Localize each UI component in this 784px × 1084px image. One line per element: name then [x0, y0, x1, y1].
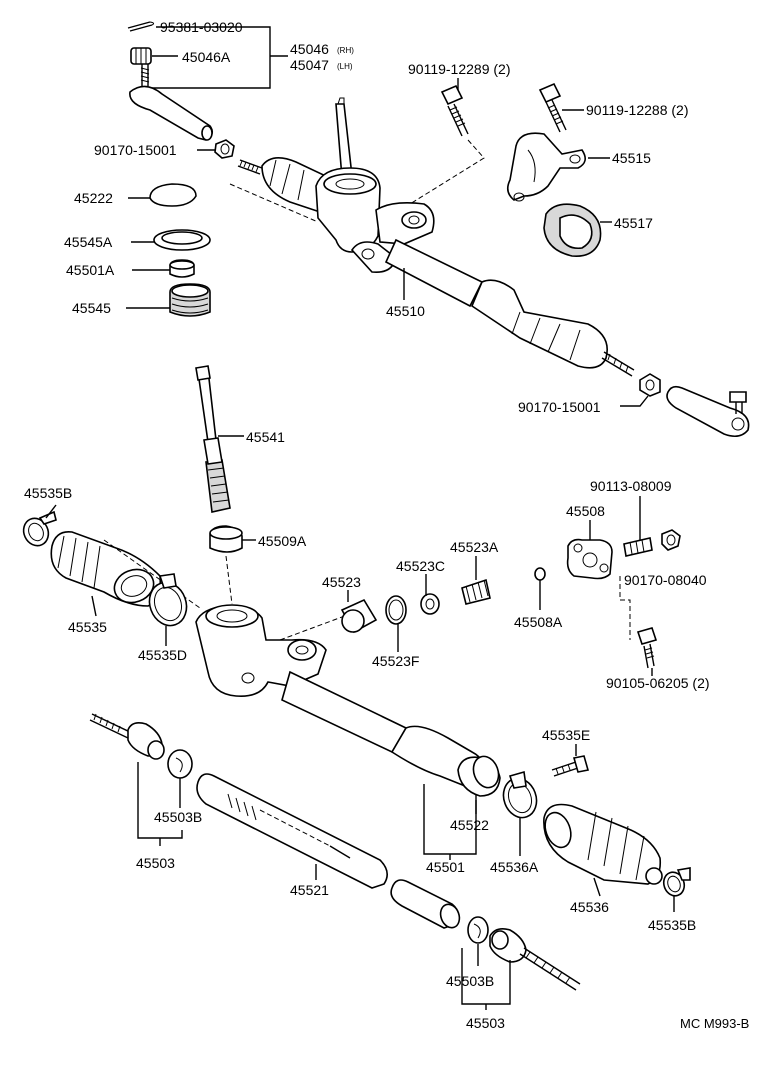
bolt-90105	[636, 627, 658, 669]
rack-guide-45523	[340, 598, 378, 634]
label-45509A: 45509A	[258, 533, 307, 549]
boot-45535	[50, 530, 162, 607]
label-45522: 45522	[450, 817, 489, 833]
leader-45535B-left	[45, 504, 57, 519]
dash-bolt-90119	[409, 139, 485, 205]
label-45535E: 45535E	[542, 727, 590, 743]
lock-nut-right	[639, 373, 661, 397]
tie-rod-end-lh	[666, 385, 750, 438]
steering-gear-housing-45510	[237, 97, 635, 377]
label-45510: 45510	[386, 303, 425, 319]
label-rh: (RH)	[337, 46, 354, 55]
lock-nut-45523C	[420, 593, 440, 615]
bracket-45515	[506, 132, 586, 202]
label-45047: 45047	[290, 57, 329, 73]
label-90119-12289: 90119-12289 (2)	[408, 61, 510, 77]
o-ring-45508A	[534, 567, 546, 581]
pinion-shaft-45541	[195, 365, 231, 513]
inner-tie-rod-left	[89, 713, 165, 760]
label-45523F: 45523F	[372, 653, 419, 669]
label-90105-06205: 90105-06205 (2)	[606, 675, 710, 691]
dash-seal	[279, 613, 351, 641]
cover-45508	[566, 538, 613, 580]
bushing-45522	[457, 755, 501, 797]
dash-cover	[619, 576, 631, 640]
leader-95381	[138, 26, 271, 89]
label-45222: 45222	[74, 190, 113, 206]
screw-90113	[623, 537, 653, 557]
claw-washer-45503B-left	[167, 749, 193, 779]
label-90170-15001-right: 90170-15001	[518, 399, 601, 415]
lock-nut-45545A	[153, 229, 211, 251]
label-45046A: 45046A	[182, 49, 231, 65]
label-45536: 45536	[570, 899, 609, 915]
label-45523C: 45523C	[396, 558, 445, 574]
dash-pinion	[225, 555, 233, 605]
label-45046: 45046	[290, 41, 329, 57]
label-lh: (LH)	[337, 62, 353, 71]
label-45545: 45545	[72, 300, 111, 316]
screw-45535E	[551, 755, 590, 777]
bearing-45509A	[209, 525, 243, 553]
label-45517: 45517	[614, 215, 653, 231]
adjusting-plug-45545	[169, 283, 211, 317]
drawing-code: MC M993-B	[680, 1016, 749, 1031]
label-45535D: 45535D	[138, 647, 187, 663]
label-45508A: 45508A	[514, 614, 563, 630]
tie-rod-end-rh	[129, 64, 214, 141]
clamp-45535B-left	[22, 510, 57, 547]
cotter-pin-95381	[127, 21, 155, 32]
bushing-45517	[543, 203, 602, 257]
inner-tie-rod-right	[489, 928, 581, 991]
label-90170-15001-upper: 90170-15001	[94, 142, 177, 158]
leader-45536	[593, 877, 601, 897]
label-95381-03020: 95381-03020	[160, 19, 243, 35]
label-90170-08040: 90170-08040	[624, 572, 707, 588]
nut-90170-08040	[661, 529, 681, 551]
label-45501A: 45501A	[66, 262, 115, 278]
spring-45523A	[461, 578, 491, 605]
label-45521: 45521	[290, 882, 329, 898]
label-45508: 45508	[566, 503, 605, 519]
label-45503-right: 45503	[466, 1015, 505, 1031]
label-45503B-left: 45503B	[154, 809, 202, 825]
castle-nut	[130, 47, 152, 65]
bolt-90119-12288	[538, 82, 567, 133]
clamp-45535D	[148, 573, 188, 627]
clamp-45535B-right	[662, 867, 691, 897]
label-45503B-right: 45503B	[446, 973, 494, 989]
claw-washer-45503B-right	[467, 916, 489, 944]
boot-45536	[543, 803, 663, 885]
clamp-45536A	[502, 770, 538, 819]
label-45515: 45515	[612, 150, 651, 166]
label-45523: 45523	[322, 574, 361, 590]
label-45536A: 45536A	[490, 859, 539, 875]
rack-housing-45501	[195, 604, 486, 789]
o-ring-45523F	[385, 595, 407, 625]
rack-45521	[196, 773, 461, 929]
leader-90170-15001-right	[620, 395, 649, 407]
bolt-90119-12289	[440, 84, 469, 137]
label-45535: 45535	[68, 619, 107, 635]
label-45545A: 45545A	[64, 234, 113, 250]
label-45503-left: 45503	[136, 855, 175, 871]
label-90119-12288: 90119-12288 (2)	[586, 102, 688, 118]
label-90113-08009: 90113-08009	[590, 478, 672, 494]
label-45523A: 45523A	[450, 539, 499, 555]
label-45535B-right: 45535B	[648, 917, 696, 933]
label-45541: 45541	[246, 429, 285, 445]
label-45501: 45501	[426, 859, 465, 875]
spring-cap-45501A	[169, 259, 195, 278]
dust-cap-45222	[149, 183, 197, 207]
leader-45535	[91, 595, 97, 617]
lock-nut-upper	[214, 139, 235, 159]
label-45535B-left: 45535B	[24, 485, 72, 501]
